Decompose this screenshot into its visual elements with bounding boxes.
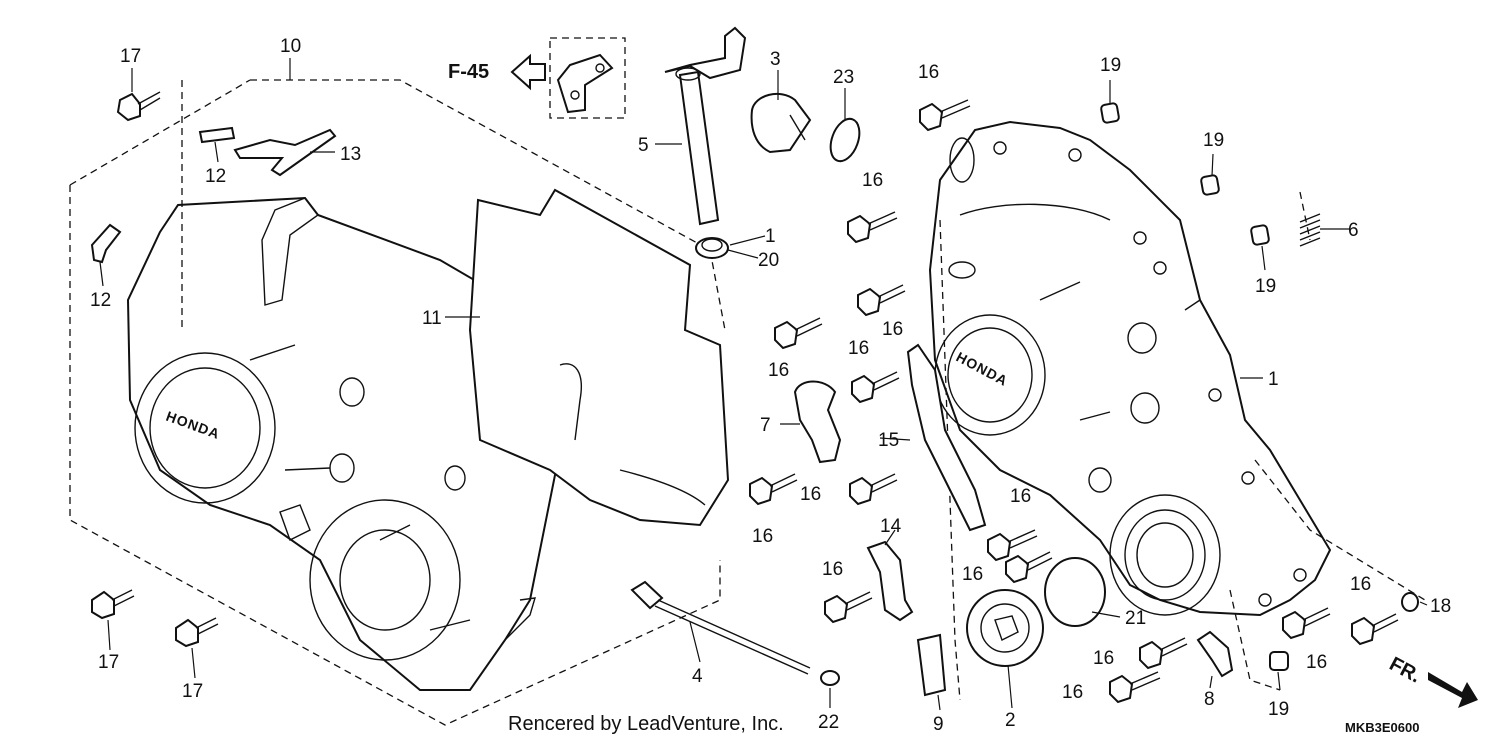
diagram-code: MKB3E0600 (1345, 720, 1419, 735)
callout-16: 16 (768, 360, 789, 381)
cap-3 (750, 92, 812, 154)
callout-16: 16 (848, 338, 869, 359)
callout-6: 6 (1348, 220, 1359, 241)
washer-22 (820, 670, 840, 686)
callout-16: 16 (1062, 682, 1083, 703)
callout-19: 19 (1255, 276, 1276, 297)
callout-12: 12 (90, 290, 111, 311)
callout-2: 2 (1005, 710, 1016, 731)
callout-3: 3 (770, 49, 781, 70)
callout-21: 21 (1125, 608, 1146, 629)
callout-19: 19 (1203, 130, 1224, 151)
reference-bracket (556, 53, 614, 114)
screw-17-top (116, 91, 161, 122)
dowel-19-c (1250, 224, 1270, 246)
front-direction-arrow: FR. (1386, 653, 1478, 708)
callout-16: 16 (882, 319, 903, 340)
right-crankcase-cover: HONDA (928, 120, 1332, 617)
callout-16: 16 (800, 484, 821, 505)
cap-2 (966, 589, 1044, 667)
callout-numbers: 17 10 12 13 12 11 5 3 23 16 19 19 6 19 1… (90, 36, 1451, 735)
callout-16: 16 (1010, 486, 1031, 507)
bracket-14 (866, 540, 914, 622)
credit-text: Rencered by LeadVenture, Inc. (508, 713, 784, 735)
bracket-9 (916, 633, 947, 697)
dowel-19-a (1100, 102, 1120, 124)
clamp-7 (793, 380, 842, 464)
reference-label: F-45 (448, 61, 489, 83)
dipstick-4 (630, 580, 811, 675)
cover-gasket (468, 188, 730, 527)
oil-seal-20 (695, 237, 729, 259)
callout-16: 16 (962, 564, 983, 585)
callout-15: 15 (878, 430, 899, 451)
callout-13: 13 (340, 144, 361, 165)
dowel-19-d (1269, 651, 1289, 671)
callout-20: 20 (758, 250, 779, 271)
o-ring-21 (1044, 557, 1106, 627)
callout-19: 19 (1268, 699, 1289, 720)
direction-label: FR. (1386, 653, 1425, 688)
screw-17-bottom-left (91, 589, 135, 620)
spring-6 (1299, 213, 1321, 247)
callout-14: 14 (880, 516, 902, 537)
callout-16: 16 (918, 62, 939, 83)
clip-12-left (90, 223, 122, 264)
callout-11: 11 (422, 308, 442, 329)
clamp-8 (1196, 630, 1234, 678)
callout-1: 1 (765, 226, 776, 247)
callout-16: 16 (1093, 648, 1114, 669)
dowel-19-b (1200, 174, 1220, 196)
callout-18: 18 (1430, 596, 1451, 617)
plate-13 (233, 128, 337, 177)
callout-10: 10 (280, 36, 301, 57)
screw-17-bottom (175, 617, 219, 648)
callout-16: 16 (752, 526, 773, 547)
callout-7: 7 (760, 415, 771, 436)
washer-18 (1401, 592, 1419, 612)
leader-lines (99, 58, 1428, 711)
callout-16: 16 (1350, 574, 1371, 595)
callout-17: 17 (98, 652, 119, 673)
callout-17: 17 (182, 681, 203, 702)
callout-19: 19 (1100, 55, 1121, 76)
callout-16: 16 (1306, 652, 1327, 673)
callout-9: 9 (933, 714, 944, 735)
shaft-5 (664, 26, 747, 226)
callout-8: 8 (1204, 689, 1215, 710)
stay-15 (906, 343, 987, 532)
clip-12-top (198, 126, 236, 144)
callout-16: 16 (862, 170, 883, 191)
callout-16: 16 (822, 559, 843, 580)
callout-22: 22 (818, 712, 839, 733)
callout-12: 12 (205, 166, 226, 187)
o-ring-23 (829, 117, 861, 163)
bolts-16 (749, 99, 1399, 704)
callout-1: 1 (1268, 369, 1279, 390)
reference-arrow: F-45 (448, 53, 546, 91)
callout-23: 23 (833, 67, 854, 88)
callout-5: 5 (638, 135, 649, 156)
callout-4: 4 (692, 666, 703, 687)
callout-17: 17 (120, 46, 141, 67)
